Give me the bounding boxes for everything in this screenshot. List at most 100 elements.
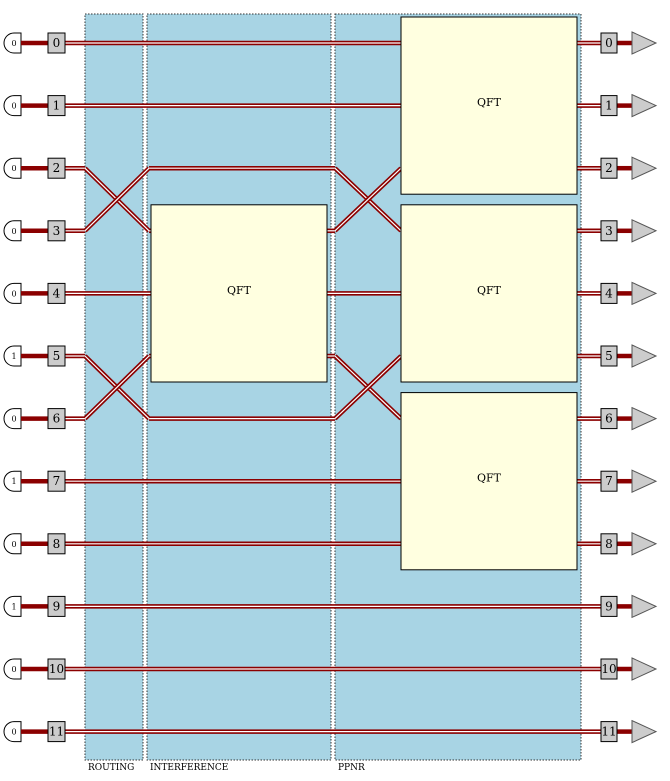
detector-triangle-icon: [631, 406, 658, 431]
output-index-box: [600, 595, 618, 617]
section-label-interference: INTERFERENCE: [150, 763, 228, 773]
detector-triangle-icon: [631, 219, 658, 243]
detector-triangle-icon: [631, 93, 658, 118]
input-state-value: 1: [11, 352, 16, 361]
input-state-icon: [3, 220, 22, 242]
qubit-index-box: [47, 32, 66, 54]
qubit-index-box: [47, 345, 66, 367]
swap-wire-highlight: [334, 355, 402, 420]
wires-layer: [65, 40, 601, 734]
qubit-index-box: [47, 658, 66, 680]
output-index-box: [600, 533, 618, 555]
output-index-label: 1: [605, 99, 613, 113]
qubit-index-box: [47, 157, 66, 179]
output-index-label: 11: [601, 725, 616, 739]
detector-triangle-icon: [631, 281, 658, 306]
input-state-icon: [3, 658, 22, 680]
detector-triangle-icon: [631, 532, 658, 556]
output-index-box: [600, 470, 618, 492]
input-state-value: 1: [11, 477, 16, 486]
output-index-box: [600, 345, 618, 367]
qubit-index-box: [47, 595, 66, 617]
swap-wire-highlight: [84, 167, 150, 232]
input-state-icon: [3, 282, 22, 304]
qubit-index-label: 2: [53, 161, 61, 175]
output-index-box: [600, 721, 618, 743]
qubit-index-box: [47, 533, 66, 555]
input-state-value: 0: [11, 540, 16, 549]
output-index-label: 3: [605, 224, 613, 238]
qft-gate-label: QFT: [477, 284, 502, 297]
qubit-index-box: [47, 220, 66, 242]
input-state-icon: [3, 470, 22, 492]
qubit-index-label: 8: [53, 537, 61, 551]
qubit-index-box: [47, 470, 66, 492]
swap-wire-highlight: [334, 167, 402, 232]
qubit-index-label: 4: [53, 286, 61, 300]
output-index-label: 4: [605, 286, 613, 300]
output-index-label: 7: [605, 474, 613, 488]
input-state-value: 0: [11, 39, 16, 48]
qubit-index-label: 11: [49, 725, 64, 739]
output-index-box: [600, 32, 618, 54]
section-interference: [146, 13, 332, 761]
input-state-value: 1: [11, 602, 16, 611]
output-index-box: [600, 408, 618, 430]
qubit-index-label: 10: [49, 662, 64, 676]
qft-gate-label: QFT: [477, 96, 502, 109]
swap-wire-highlight: [84, 355, 150, 420]
input-state-value: 0: [11, 415, 16, 424]
input-state-value: 0: [11, 227, 16, 236]
output-index-box: [600, 157, 618, 179]
qubit-index-label: 5: [53, 349, 61, 363]
qft-gate-label: QFT: [477, 472, 502, 485]
detector-triangle-icon: [631, 469, 658, 493]
section-label-routing: ROUTING: [88, 763, 134, 773]
output-index-label: 0: [605, 36, 613, 50]
qubit-index-box: [47, 95, 66, 117]
qft-gate: [400, 204, 578, 383]
output-index-label: 6: [605, 412, 613, 426]
qft-gate: [400, 16, 578, 195]
section-label-ppnr: PPNR: [338, 763, 365, 773]
output-index-box: [600, 282, 618, 304]
input-state-icon: [3, 408, 22, 430]
qubit-index-label: 1: [53, 99, 61, 113]
input-state-icon: [3, 345, 22, 367]
qubit-index-box: [47, 408, 66, 430]
input-state-value: 0: [11, 665, 16, 674]
output-index-label: 5: [605, 349, 613, 363]
input-state-value: 0: [11, 164, 16, 173]
detector-triangle-icon: [631, 594, 658, 619]
input-state-value: 0: [11, 289, 16, 298]
input-state-icon: [3, 721, 22, 743]
detector-triangle-icon: [631, 344, 658, 368]
qft-gate: [400, 392, 578, 571]
detector-triangle-icon: [631, 719, 658, 744]
output-index-label: 10: [601, 662, 616, 676]
output-index-label: 2: [605, 161, 613, 175]
qft-gate-label: QFT: [227, 284, 252, 297]
qubit-index-label: 7: [53, 474, 61, 488]
input-state-value: 0: [11, 728, 16, 737]
qubit-index-label: 9: [53, 599, 61, 613]
qft-gate: [150, 204, 328, 383]
output-index-label: 9: [605, 599, 613, 613]
output-index-box: [600, 95, 618, 117]
qubit-index-label: 6: [53, 412, 61, 426]
input-state-icon: [3, 95, 22, 117]
input-state-icon: [3, 157, 22, 179]
output-index-box: [600, 220, 618, 242]
input-state-icon: [3, 595, 22, 617]
input-state-icon: [3, 533, 22, 555]
qubit-index-label: 0: [53, 36, 61, 50]
input-state-icon: [3, 32, 22, 54]
detector-triangle-icon: [631, 156, 658, 180]
input-state-value: 0: [11, 102, 16, 111]
output-index-label: 8: [605, 537, 613, 551]
qubit-index-box: [47, 282, 66, 304]
qubit-index-box: [47, 721, 66, 743]
detector-triangle-icon: [631, 31, 658, 55]
